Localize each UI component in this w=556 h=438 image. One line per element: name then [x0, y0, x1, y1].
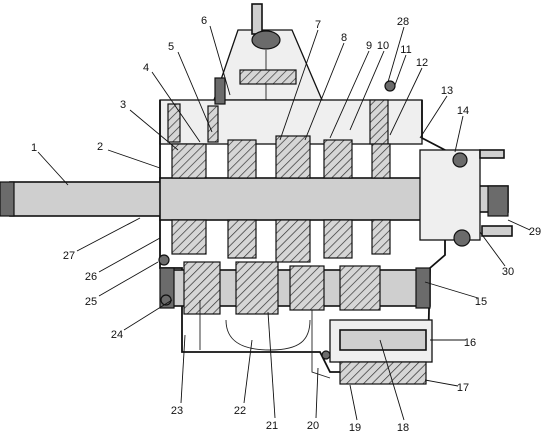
leader-line-24 [123, 299, 173, 331]
callout-label-16: 16 [464, 337, 476, 349]
callout-label-12: 12 [416, 57, 428, 69]
callout-1: 1 [31, 142, 69, 186]
callout-17: 17 [424, 379, 469, 394]
leader-line-13 [419, 95, 448, 139]
callout-label-23: 23 [171, 405, 183, 417]
callout-6: 6 [201, 15, 231, 96]
callout-20: 20 [307, 367, 319, 432]
callout-label-7: 7 [315, 19, 321, 31]
callout-26: 26 [85, 237, 161, 283]
callout-5: 5 [168, 41, 213, 133]
leader-line-30 [479, 231, 506, 267]
leader-line-5 [177, 51, 213, 133]
callout-label-6: 6 [201, 15, 207, 27]
leader-line-20 [315, 367, 319, 419]
callout-label-24: 24 [111, 329, 123, 341]
callout-10: 10 [349, 40, 389, 131]
leader-line-26 [98, 237, 161, 273]
callout-25: 25 [85, 261, 159, 308]
leader-line-1 [37, 151, 69, 186]
callout-label-22: 22 [234, 405, 246, 417]
leader-line-2 [107, 149, 161, 169]
callout-21: 21 [266, 311, 278, 432]
leader-line-4 [151, 71, 201, 143]
callout-label-13: 13 [441, 85, 453, 97]
callout-11: 11 [394, 44, 412, 86]
leader-line-8 [304, 42, 345, 141]
leader-line-21 [267, 311, 276, 419]
callout-4: 4 [143, 62, 201, 143]
leader-line-9 [329, 50, 370, 139]
callout-9: 9 [329, 40, 372, 139]
callout-label-20: 20 [307, 420, 319, 432]
leader-line-17 [424, 379, 459, 387]
callout-label-26: 26 [85, 271, 97, 283]
callout-22: 22 [234, 339, 253, 417]
leader-line-22 [243, 339, 253, 404]
callout-label-21: 21 [266, 420, 278, 432]
callout-label-30: 30 [502, 266, 514, 278]
leader-line-6 [209, 25, 231, 96]
callout-label-2: 2 [97, 141, 103, 153]
callout-label-10: 10 [377, 40, 389, 52]
callout-label-28: 28 [397, 16, 409, 28]
callout-29: 29 [507, 219, 541, 238]
leader-line-3 [129, 109, 179, 151]
leader-line-7 [279, 29, 319, 141]
callout-label-19: 19 [349, 422, 361, 434]
callout-label-29: 29 [529, 226, 541, 238]
gearbox-housing [0, 3, 513, 385]
callout-label-17: 17 [457, 382, 469, 394]
leader-line-25 [98, 261, 159, 297]
callout-label-4: 4 [143, 62, 149, 74]
callout-label-9: 9 [366, 40, 372, 52]
callout-7: 7 [279, 19, 321, 141]
callout-label-18: 18 [397, 422, 409, 434]
callout-label-3: 3 [120, 99, 126, 111]
callout-8: 8 [304, 32, 347, 141]
callout-2: 2 [97, 141, 161, 169]
leader-line-10 [349, 50, 385, 131]
leader-line-11 [394, 54, 407, 86]
callout-label-1: 1 [31, 142, 37, 154]
callout-15: 15 [424, 281, 487, 308]
leader-line-18 [379, 339, 405, 421]
callout-16: 16 [430, 337, 476, 349]
callout-13: 13 [419, 85, 453, 139]
callout-18: 18 [379, 339, 409, 434]
callout-label-25: 25 [85, 296, 97, 308]
callout-24: 24 [111, 299, 173, 341]
callout-label-15: 15 [475, 296, 487, 308]
callout-12: 12 [389, 57, 428, 136]
callout-27: 27 [63, 217, 141, 262]
callout-label-14: 14 [457, 105, 469, 117]
leader-line-23 [180, 334, 186, 404]
callout-3: 3 [120, 99, 179, 151]
leader-line-15 [424, 281, 479, 299]
leader-line-14 [454, 115, 464, 153]
callout-label-5: 5 [168, 41, 174, 53]
leader-line-28 [387, 26, 405, 83]
leader-line-19 [349, 384, 358, 421]
leader-line-12 [389, 67, 423, 136]
callout-label-11: 11 [400, 44, 411, 56]
leader-line-27 [76, 217, 141, 252]
callout-30: 30 [479, 231, 514, 278]
callout-label-8: 8 [341, 32, 347, 44]
callout-19: 19 [349, 384, 361, 434]
leader-line-29 [507, 219, 531, 231]
callout-14: 14 [454, 105, 469, 153]
callout-28: 28 [387, 16, 409, 83]
callout-label-27: 27 [63, 250, 75, 262]
callout-23: 23 [171, 334, 186, 417]
